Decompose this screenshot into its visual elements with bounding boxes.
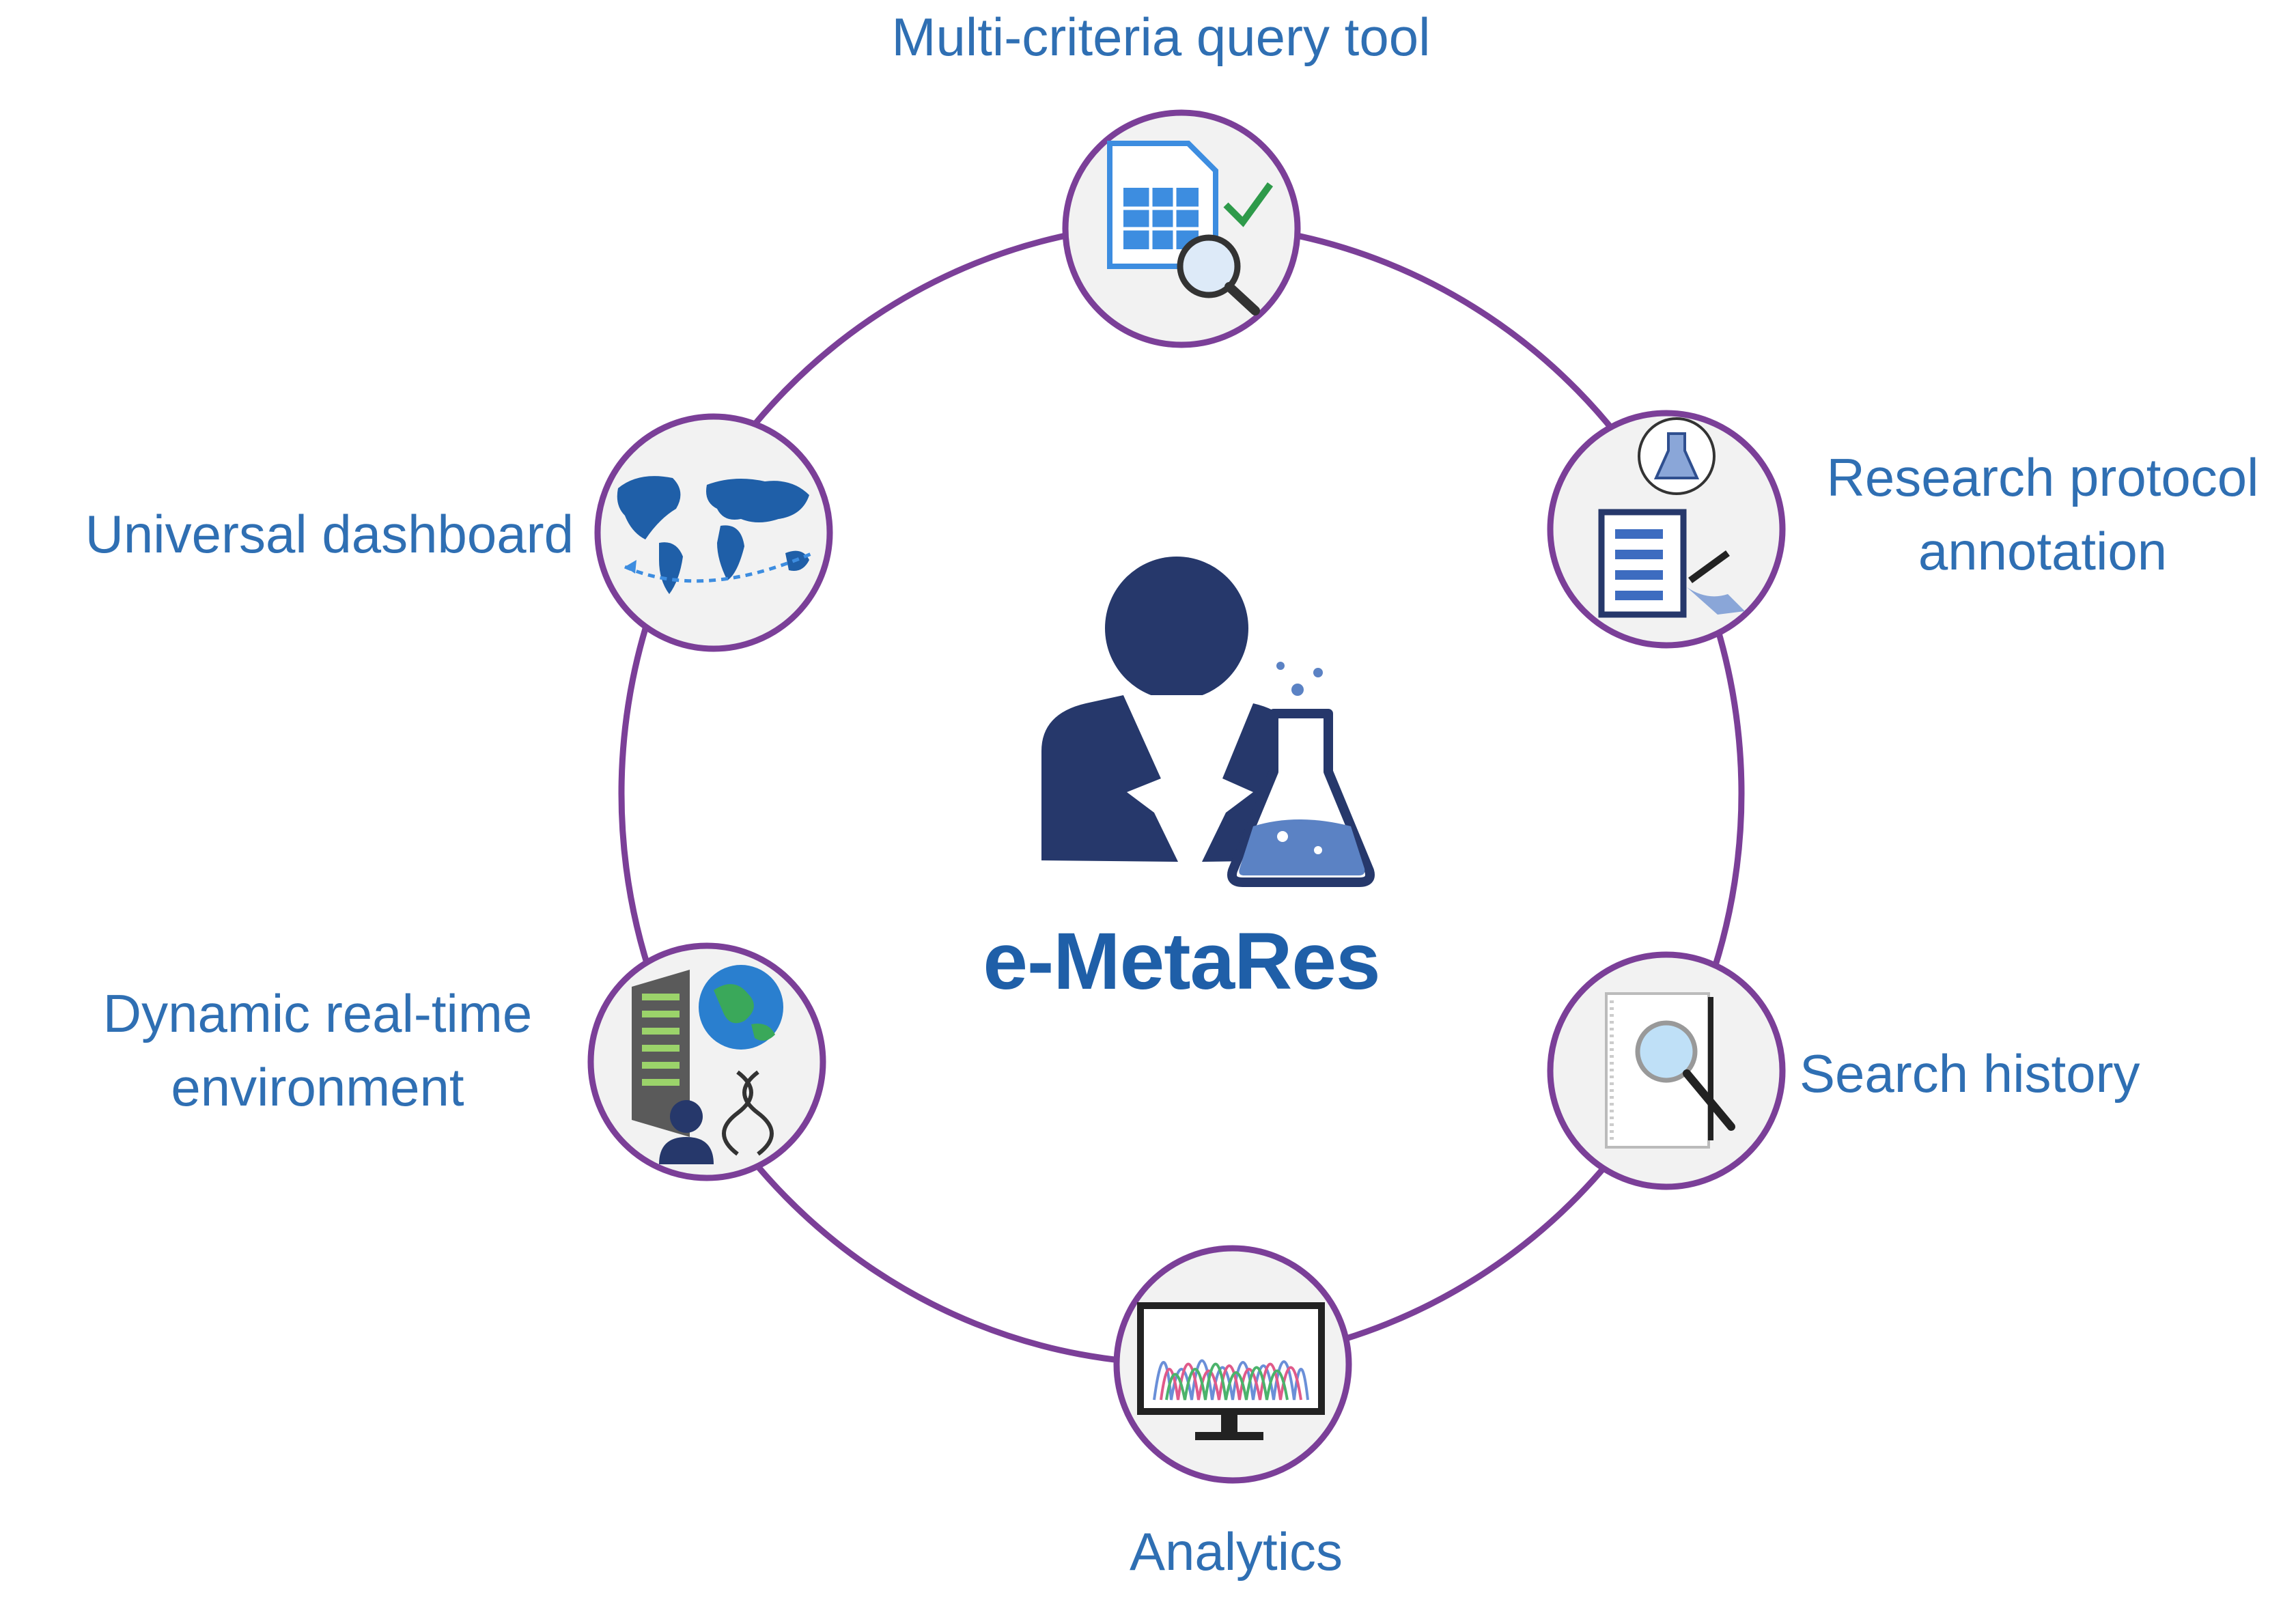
label-line: environment bbox=[171, 1057, 464, 1117]
label-line: annotation bbox=[1918, 521, 2168, 581]
connecting-ring-ellipse bbox=[618, 220, 1745, 1367]
label-line: Research protocol bbox=[1826, 447, 2259, 507]
notebook-magnifier-icon bbox=[1605, 992, 1735, 1149]
label-line: Universal dashboard bbox=[85, 504, 574, 564]
monitor-chromatogram-icon bbox=[1137, 1302, 1325, 1440]
label-search-history: Search history bbox=[1800, 1037, 2291, 1110]
label-analytics: Analytics bbox=[1024, 1515, 1448, 1588]
node-dynamic-real-time-environment[interactable] bbox=[587, 942, 826, 1181]
server-globe-dna-icon bbox=[632, 965, 783, 1164]
label-dynamic-real-time-environment: Dynamic real-time environment bbox=[27, 976, 608, 1124]
node-multi-criteria-query[interactable] bbox=[1062, 109, 1301, 348]
flask-icon bbox=[1227, 662, 1375, 887]
node-search-history[interactable] bbox=[1547, 951, 1786, 1190]
label-universal-dashboard: Universal dashboard bbox=[0, 497, 574, 571]
label-multi-criteria-query-tool: Multi-criteria query tool bbox=[820, 0, 1502, 74]
center-title: e-MetaRes bbox=[983, 916, 1380, 1007]
clipboard-flask-pen-icon bbox=[1598, 417, 1745, 618]
label-research-protocol-annotation: Research protocol annotation bbox=[1789, 440, 2296, 588]
label-line: Dynamic real-time bbox=[102, 983, 533, 1043]
spreadsheet-magnifier-check-icon bbox=[1107, 141, 1274, 315]
node-universal-dashboard[interactable] bbox=[594, 413, 833, 652]
label-line: Search history bbox=[1800, 1043, 2140, 1104]
label-line: Multi-criteria query tool bbox=[891, 7, 1431, 67]
node-analytics[interactable] bbox=[1113, 1245, 1352, 1484]
label-line: Analytics bbox=[1129, 1521, 1343, 1582]
node-research-protocol-annotation[interactable] bbox=[1547, 410, 1786, 649]
world-map-icon bbox=[617, 476, 814, 594]
